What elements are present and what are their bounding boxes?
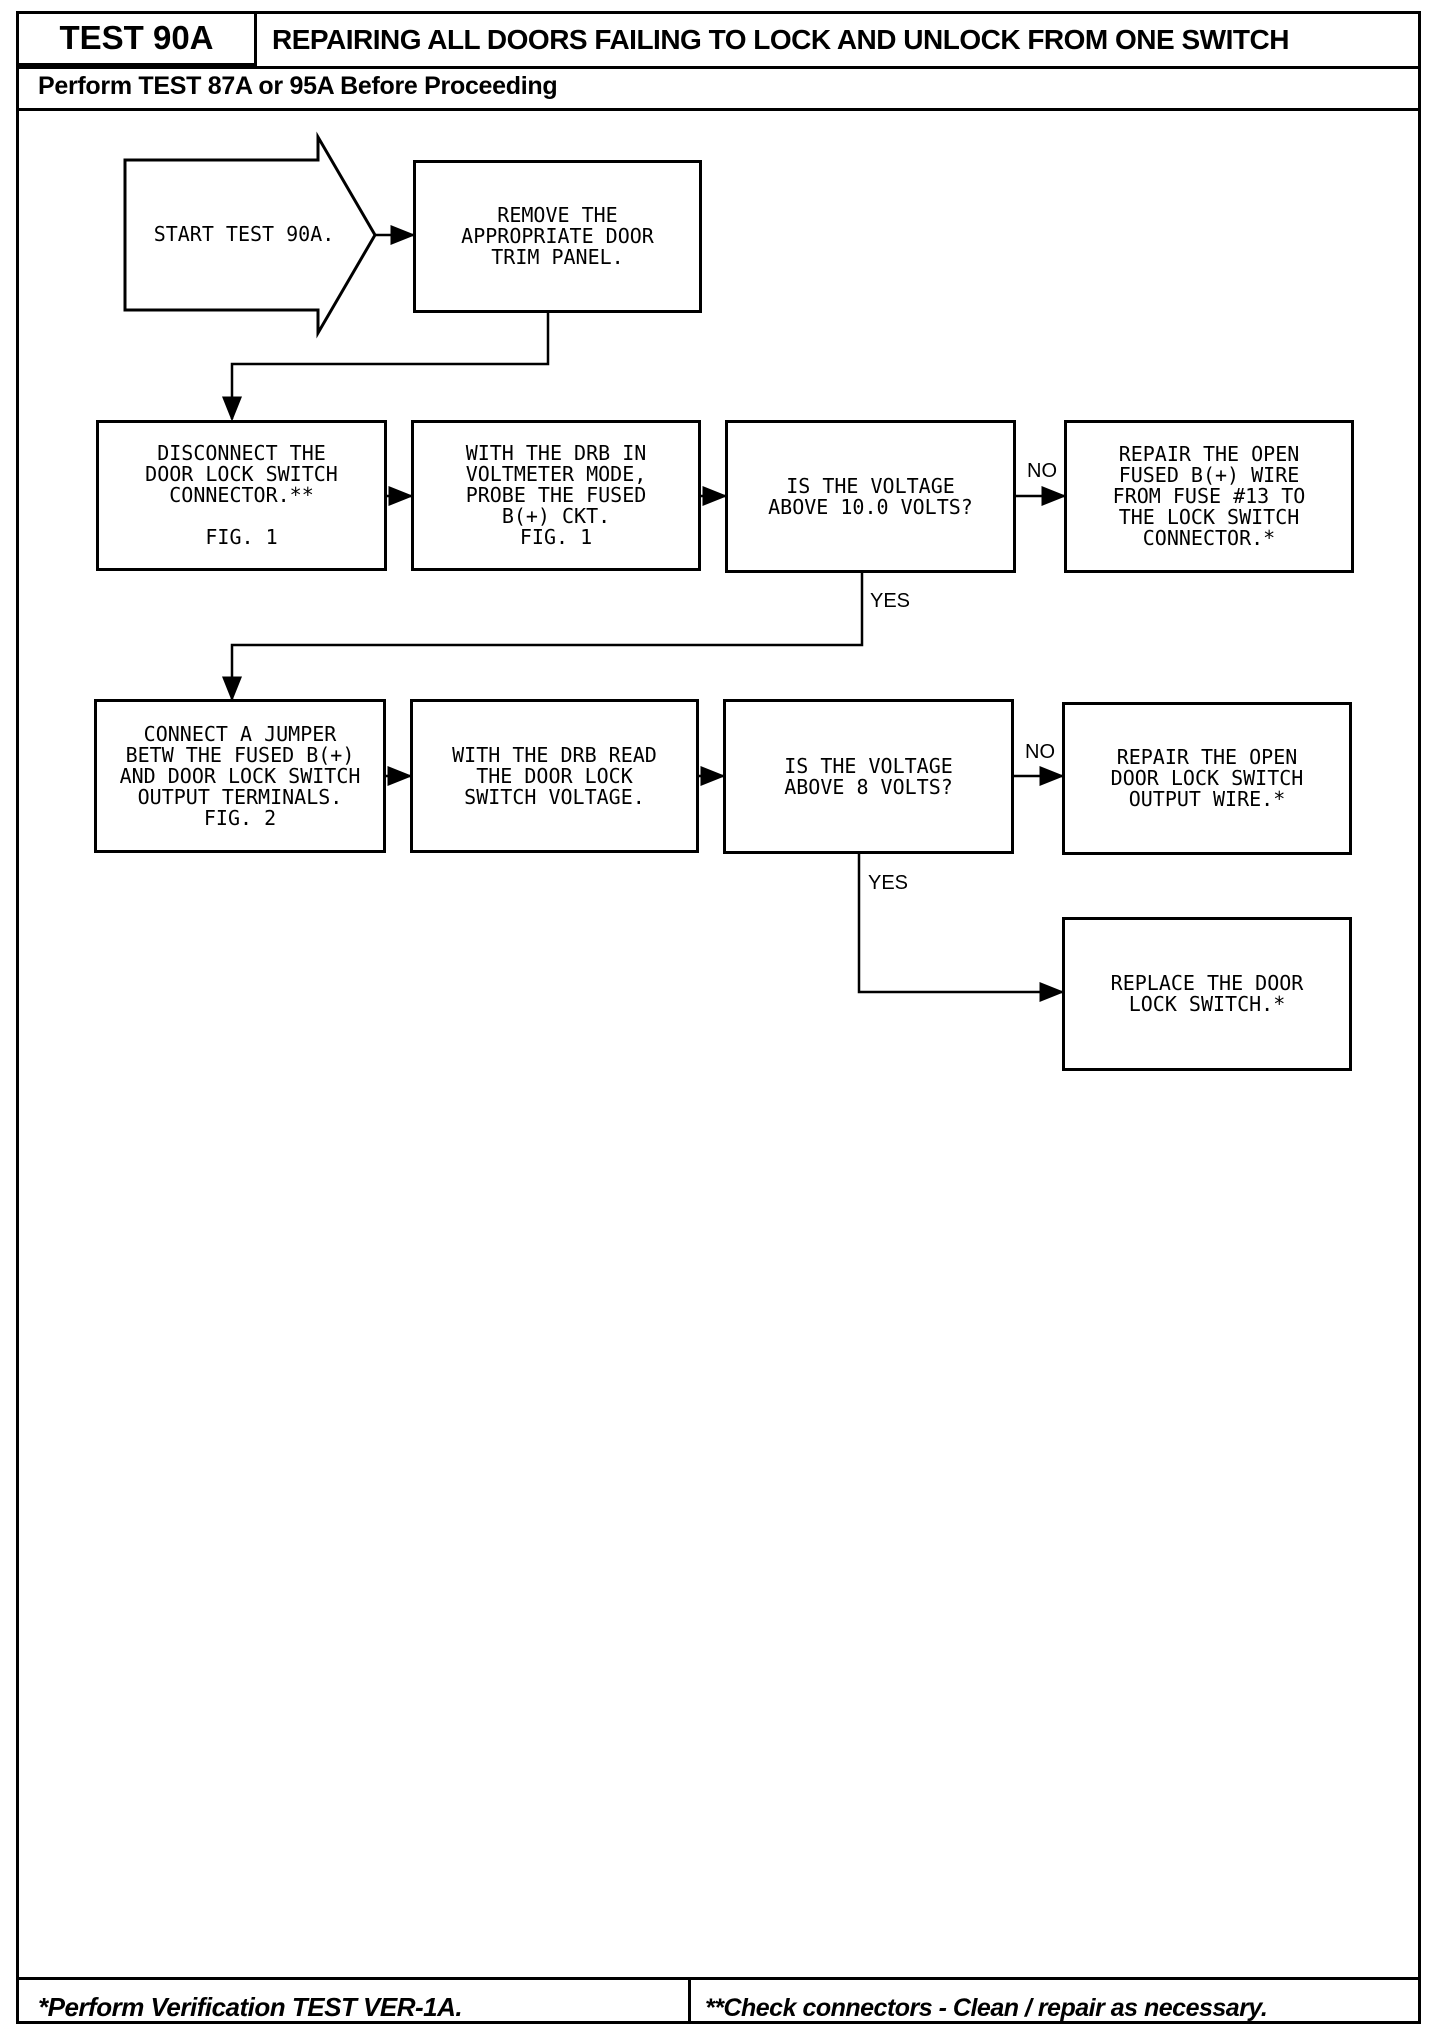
branch-yes-label: YES bbox=[870, 590, 911, 612]
start-node: START TEST 90A. bbox=[153, 222, 335, 246]
replace-switch-step: REPLACE THE DOOR LOCK SWITCH.* bbox=[1062, 917, 1352, 1071]
branch-yes-label: YES bbox=[868, 872, 909, 894]
probe-fused-step: WITH THE DRB IN VOLTMETER MODE, PROBE TH… bbox=[411, 420, 701, 571]
page-title: REPAIRING ALL DOORS FAILING TO LOCK AND … bbox=[272, 24, 1289, 55]
footer-divider bbox=[688, 1980, 691, 2024]
disconnect-connector-step: DISCONNECT THE DOOR LOCK SWITCH CONNECTO… bbox=[96, 420, 387, 571]
remove-trim-step: REMOVE THE APPROPRIATE DOOR TRIM PANEL. bbox=[413, 160, 702, 313]
header-divider bbox=[19, 66, 1418, 69]
header-bottom-rule bbox=[19, 108, 1418, 111]
voltage-question-2: IS THE VOLTAGE ABOVE 8 VOLTS? bbox=[723, 699, 1014, 854]
read-switch-voltage-step: WITH THE DRB READ THE DOOR LOCK SWITCH V… bbox=[410, 699, 699, 853]
start-arrow-shape bbox=[123, 131, 377, 339]
page-frame bbox=[16, 11, 1421, 2024]
test-id: TEST 90A bbox=[19, 14, 257, 66]
connect-jumper-step: CONNECT A JUMPER BETW THE FUSED B(+) AND… bbox=[94, 699, 386, 853]
prerequisite-note: Perform TEST 87A or 95A Before Proceedin… bbox=[38, 72, 558, 100]
footer-rule bbox=[19, 1977, 1418, 1980]
connectors-note: **Check connectors - Clean / repair as n… bbox=[705, 1994, 1268, 2022]
repair-output-wire-step: REPAIR THE OPEN DOOR LOCK SWITCH OUTPUT … bbox=[1062, 702, 1352, 855]
repair-fused-wire-step: REPAIR THE OPEN FUSED B(+) WIRE FROM FUS… bbox=[1064, 420, 1354, 573]
branch-no-label: NO bbox=[1027, 460, 1057, 482]
branch-no-label: NO bbox=[1025, 741, 1055, 763]
voltage-question-1: IS THE VOLTAGE ABOVE 10.0 VOLTS? bbox=[725, 420, 1016, 573]
verification-note: *Perform Verification TEST VER-1A. bbox=[38, 1992, 463, 2022]
